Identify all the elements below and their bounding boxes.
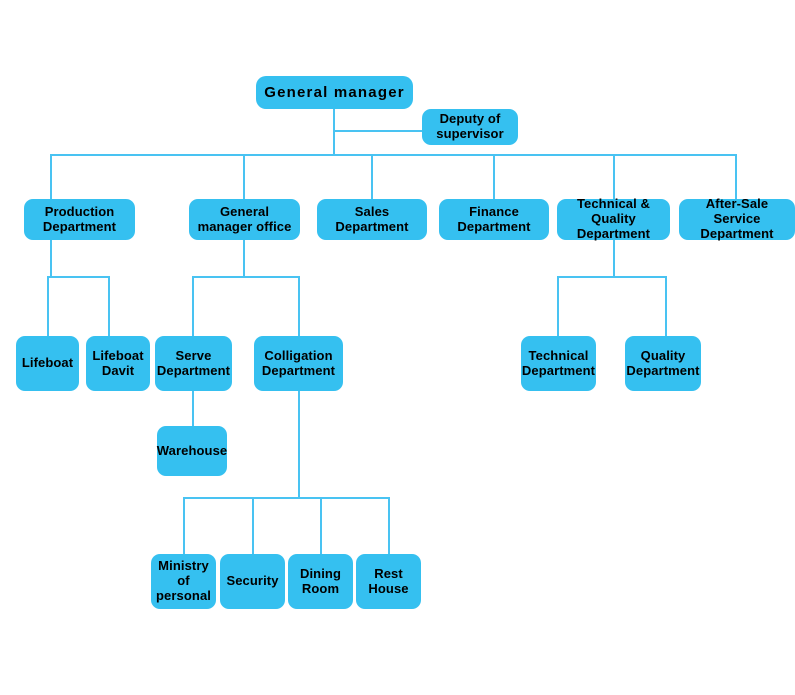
node-rest-house[interactable]: Rest House xyxy=(356,554,421,609)
connector-drop-serve xyxy=(192,276,194,336)
connector-colligation-bus xyxy=(183,497,390,499)
connector-drop-rest-house xyxy=(388,497,390,555)
node-security[interactable]: Security xyxy=(220,554,285,609)
connector-techqual-stem xyxy=(613,239,615,277)
node-warehouse[interactable]: Warehouse xyxy=(157,426,227,476)
connector-production-bus xyxy=(47,276,110,278)
connector-drop-production xyxy=(50,154,52,199)
connector-drop-technical-dept xyxy=(557,276,559,336)
node-deputy-of-supervisor[interactable]: Deputy of supervisor xyxy=(422,109,518,145)
connector-drop-gm-office xyxy=(243,154,245,199)
connector-drop-technical-quality xyxy=(613,154,615,199)
node-general-manager-office[interactable]: General manager office xyxy=(189,199,300,240)
node-dining-room[interactable]: Dining Room xyxy=(288,554,353,609)
node-serve-department[interactable]: Serve Department xyxy=(155,336,232,391)
connector-main-bus xyxy=(50,154,736,156)
connector-serve-to-warehouse xyxy=(192,390,194,426)
connector-production-stem xyxy=(50,239,52,277)
node-ministry-of-personal[interactable]: Ministry of personal xyxy=(151,554,216,609)
connector-gm-to-deputy xyxy=(333,130,423,132)
connector-colligation-stem xyxy=(298,390,300,498)
node-production-department[interactable]: Production Department xyxy=(24,199,135,240)
node-technical-quality-department[interactable]: Technical & Quality Department xyxy=(557,196,670,241)
node-after-sale-service-department[interactable]: After-Sale Service Department xyxy=(679,196,795,241)
connector-gm-stem xyxy=(333,109,335,155)
node-sales-department[interactable]: Sales Department xyxy=(317,199,427,240)
node-colligation-department[interactable]: Colligation Department xyxy=(254,336,343,391)
node-quality-department[interactable]: Quality Department xyxy=(625,336,701,391)
node-general-manager[interactable]: General manager xyxy=(256,76,413,109)
node-technical-department[interactable]: Technical Department xyxy=(521,336,596,391)
connector-gm-office-stem xyxy=(243,239,245,277)
connector-techqual-bus xyxy=(557,276,667,278)
connector-drop-ministry xyxy=(183,497,185,555)
connector-drop-after-sale xyxy=(735,154,737,199)
connector-drop-lifeboat xyxy=(47,276,49,336)
node-lifeboat[interactable]: Lifeboat xyxy=(16,336,79,391)
connector-drop-finance xyxy=(493,154,495,199)
connector-drop-security xyxy=(252,497,254,555)
connector-drop-dining-room xyxy=(320,497,322,555)
connector-drop-lifeboat-davit xyxy=(108,276,110,336)
connector-gm-office-bus xyxy=(192,276,300,278)
connector-drop-sales xyxy=(371,154,373,199)
connector-drop-colligation xyxy=(298,276,300,336)
node-finance-department[interactable]: Finance Department xyxy=(439,199,549,240)
node-lifeboat-davit[interactable]: Lifeboat Davit xyxy=(86,336,150,391)
connector-drop-quality-dept xyxy=(665,276,667,336)
